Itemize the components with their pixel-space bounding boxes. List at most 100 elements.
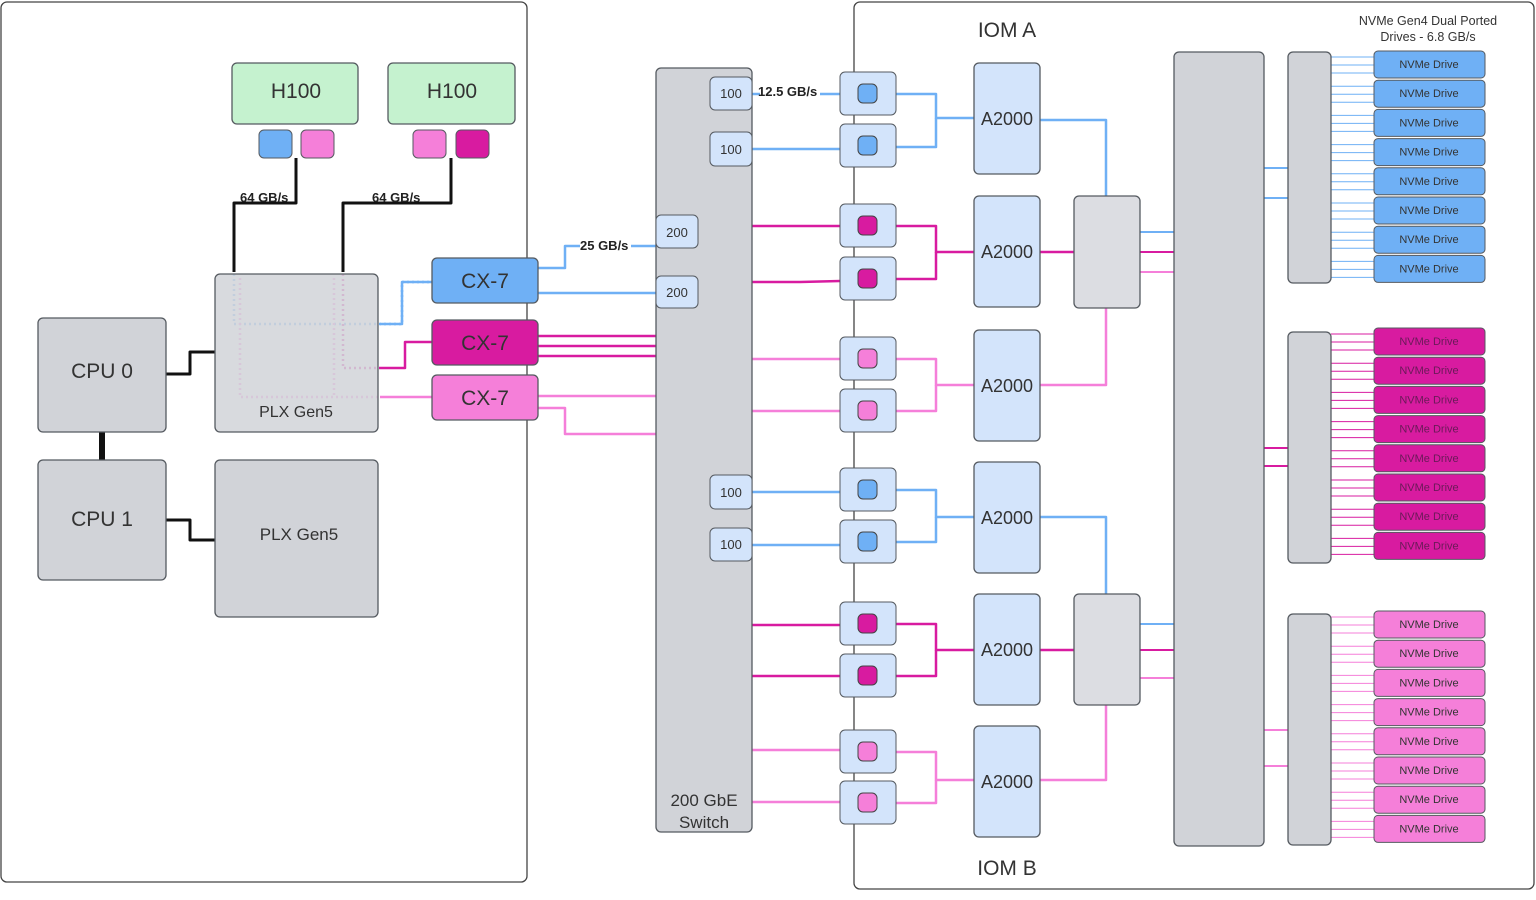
io-adapter-11[interactable] (839, 729, 897, 774)
nic-mid-label: CX-7 (461, 332, 509, 355)
drive-shelf-blue[interactable] (1287, 51, 1332, 284)
iom-switch-b[interactable] (1073, 593, 1141, 706)
adapter-chip-magenta (857, 215, 878, 236)
port-100-c-label: 100 (720, 485, 742, 500)
plx-switch-top[interactable]: PLX Gen5 (214, 273, 379, 433)
a2000-controller-4[interactable]: A2000 (973, 461, 1041, 574)
switch-port-200-b[interactable]: 200 (655, 275, 699, 309)
adapter-chip-pink (857, 792, 878, 813)
nvme-drive-label: NVMe Drive (1399, 453, 1458, 465)
switch-port-200-a[interactable]: 200 (655, 214, 699, 249)
nvme-drive[interactable]: NVMe Drive (1373, 108, 1486, 137)
nvme-drive-label: NVMe Drive (1399, 147, 1458, 159)
a2000-controller-5[interactable]: A2000 (973, 593, 1041, 706)
nvme-drive[interactable]: NVMe Drive (1373, 727, 1486, 756)
switch-port-100-a[interactable]: 100 (709, 76, 753, 111)
nvme-drive[interactable]: NVMe Drive (1373, 756, 1486, 785)
a2000-controller-3[interactable]: A2000 (973, 329, 1041, 442)
nvme-drive[interactable]: NVMe Drive (1373, 502, 1486, 531)
gpu-link-right-speed: 64 GB/s (372, 190, 420, 205)
nvme-drive[interactable]: NVMe Drive (1373, 473, 1486, 502)
a2000-label: A2000 (981, 640, 1033, 660)
adapter-chip-blue (857, 135, 878, 156)
nvme-drive[interactable]: NVMe Drive (1373, 531, 1486, 560)
gpu-h100-left[interactable]: H100 (231, 62, 359, 125)
nvme-drive[interactable]: NVMe Drive (1373, 639, 1486, 668)
io-adapter-1[interactable] (839, 71, 897, 116)
drive-shelf-pink[interactable] (1287, 613, 1332, 846)
io-adapter-9[interactable] (839, 601, 897, 646)
nic-cx7-magenta[interactable]: CX-7 (431, 319, 539, 366)
nvme-drive[interactable]: NVMe Drive (1373, 327, 1486, 356)
drive-fanout-lines (1331, 56, 1374, 838)
plx-top-label: PLX Gen5 (259, 404, 333, 421)
nvme-drive-label: NVMe Drive (1399, 794, 1458, 806)
nvme-drive[interactable]: NVMe Drive (1373, 79, 1486, 108)
adapter-chip-pink (857, 400, 878, 421)
cpu-0[interactable]: CPU 0 (37, 317, 167, 433)
nic-bot-label: CX-7 (461, 387, 509, 410)
switch-port-100-d[interactable]: 100 (709, 527, 753, 562)
a2000-label: A2000 (981, 242, 1033, 262)
cpu-1[interactable]: CPU 1 (37, 459, 167, 581)
midplane[interactable] (1173, 51, 1265, 847)
nvme-drive-label: NVMe Drive (1399, 336, 1458, 348)
nic-top-label: CX-7 (461, 270, 509, 293)
nvme-drive[interactable]: NVMe Drive (1373, 814, 1486, 843)
nvme-drive[interactable]: NVMe Drive (1373, 610, 1486, 639)
nvme-drive[interactable]: NVMe Drive (1373, 668, 1486, 697)
io-adapter-7[interactable] (839, 467, 897, 512)
nvme-drive[interactable]: NVMe Drive (1373, 50, 1486, 79)
nic-cx7-blue[interactable]: CX-7 (431, 257, 539, 304)
adapter-chip-pink (857, 741, 878, 762)
nvme-drive[interactable]: NVMe Drive (1373, 167, 1486, 196)
io-adapter-2[interactable] (839, 123, 897, 168)
switch-label-line2: Switch (679, 813, 729, 832)
nvme-drive[interactable]: NVMe Drive (1373, 356, 1486, 385)
io-adapter-5[interactable] (839, 336, 897, 381)
a2000-controller-2[interactable]: A2000 (973, 195, 1041, 308)
plx-switch-bottom[interactable]: PLX Gen5 (214, 459, 379, 618)
nvme-drive[interactable]: NVMe Drive (1373, 138, 1486, 167)
io-adapter-3[interactable] (839, 203, 897, 248)
link-12-speed: 12.5 GB/s (758, 84, 817, 99)
gpu-h100-right[interactable]: H100 (387, 62, 516, 125)
a2000-controller-1[interactable]: A2000 (973, 62, 1041, 175)
gpu-right-label: H100 (427, 80, 477, 103)
adapter-chip-pink (857, 348, 878, 369)
io-adapter-4[interactable] (839, 256, 897, 301)
gpu-right-magenta-port (455, 129, 490, 159)
nvme-drive[interactable]: NVMe Drive (1373, 254, 1486, 283)
iom-switch-a[interactable] (1073, 195, 1141, 309)
cpu-0-label: CPU 0 (71, 360, 133, 383)
nvme-drive[interactable]: NVMe Drive (1373, 444, 1486, 473)
adapter-chip-magenta (857, 613, 878, 634)
ethernet-switch[interactable]: 200 GbE Switch (655, 67, 753, 833)
drive-shelf-magenta[interactable] (1287, 331, 1332, 564)
nvme-drive[interactable]: NVMe Drive (1373, 415, 1486, 444)
nvme-drive-label: NVMe Drive (1399, 765, 1458, 777)
nic-cx7-pink[interactable]: CX-7 (431, 374, 539, 421)
nvme-drive[interactable]: NVMe Drive (1373, 225, 1486, 254)
switch-port-100-b[interactable]: 100 (709, 131, 753, 167)
io-adapter-6[interactable] (839, 388, 897, 433)
drives-header-line2: Drives - 6.8 GB/s (1380, 30, 1475, 44)
nvme-drive[interactable]: NVMe Drive (1373, 385, 1486, 414)
port-100-d-label: 100 (720, 537, 742, 552)
io-adapter-10[interactable] (839, 653, 897, 698)
io-adapter-8[interactable] (839, 519, 897, 564)
a2000-controller-6[interactable]: A2000 (973, 725, 1041, 838)
nvme-drive[interactable]: NVMe Drive (1373, 196, 1486, 225)
gpu-link-left-speed: 64 GB/s (240, 190, 288, 205)
nvme-drive-label: NVMe Drive (1399, 677, 1458, 689)
io-adapter-12[interactable] (839, 780, 897, 825)
port-200-a-label: 200 (666, 225, 688, 240)
nvme-drive-label: NVMe Drive (1399, 263, 1458, 275)
nvme-drive[interactable]: NVMe Drive (1373, 698, 1486, 727)
nvme-drive-label: NVMe Drive (1399, 648, 1458, 660)
switch-port-100-c[interactable]: 100 (709, 474, 753, 510)
plx-bottom-label: PLX Gen5 (260, 525, 338, 544)
port-200-b-label: 200 (666, 285, 688, 300)
nvme-drive[interactable]: NVMe Drive (1373, 785, 1486, 814)
